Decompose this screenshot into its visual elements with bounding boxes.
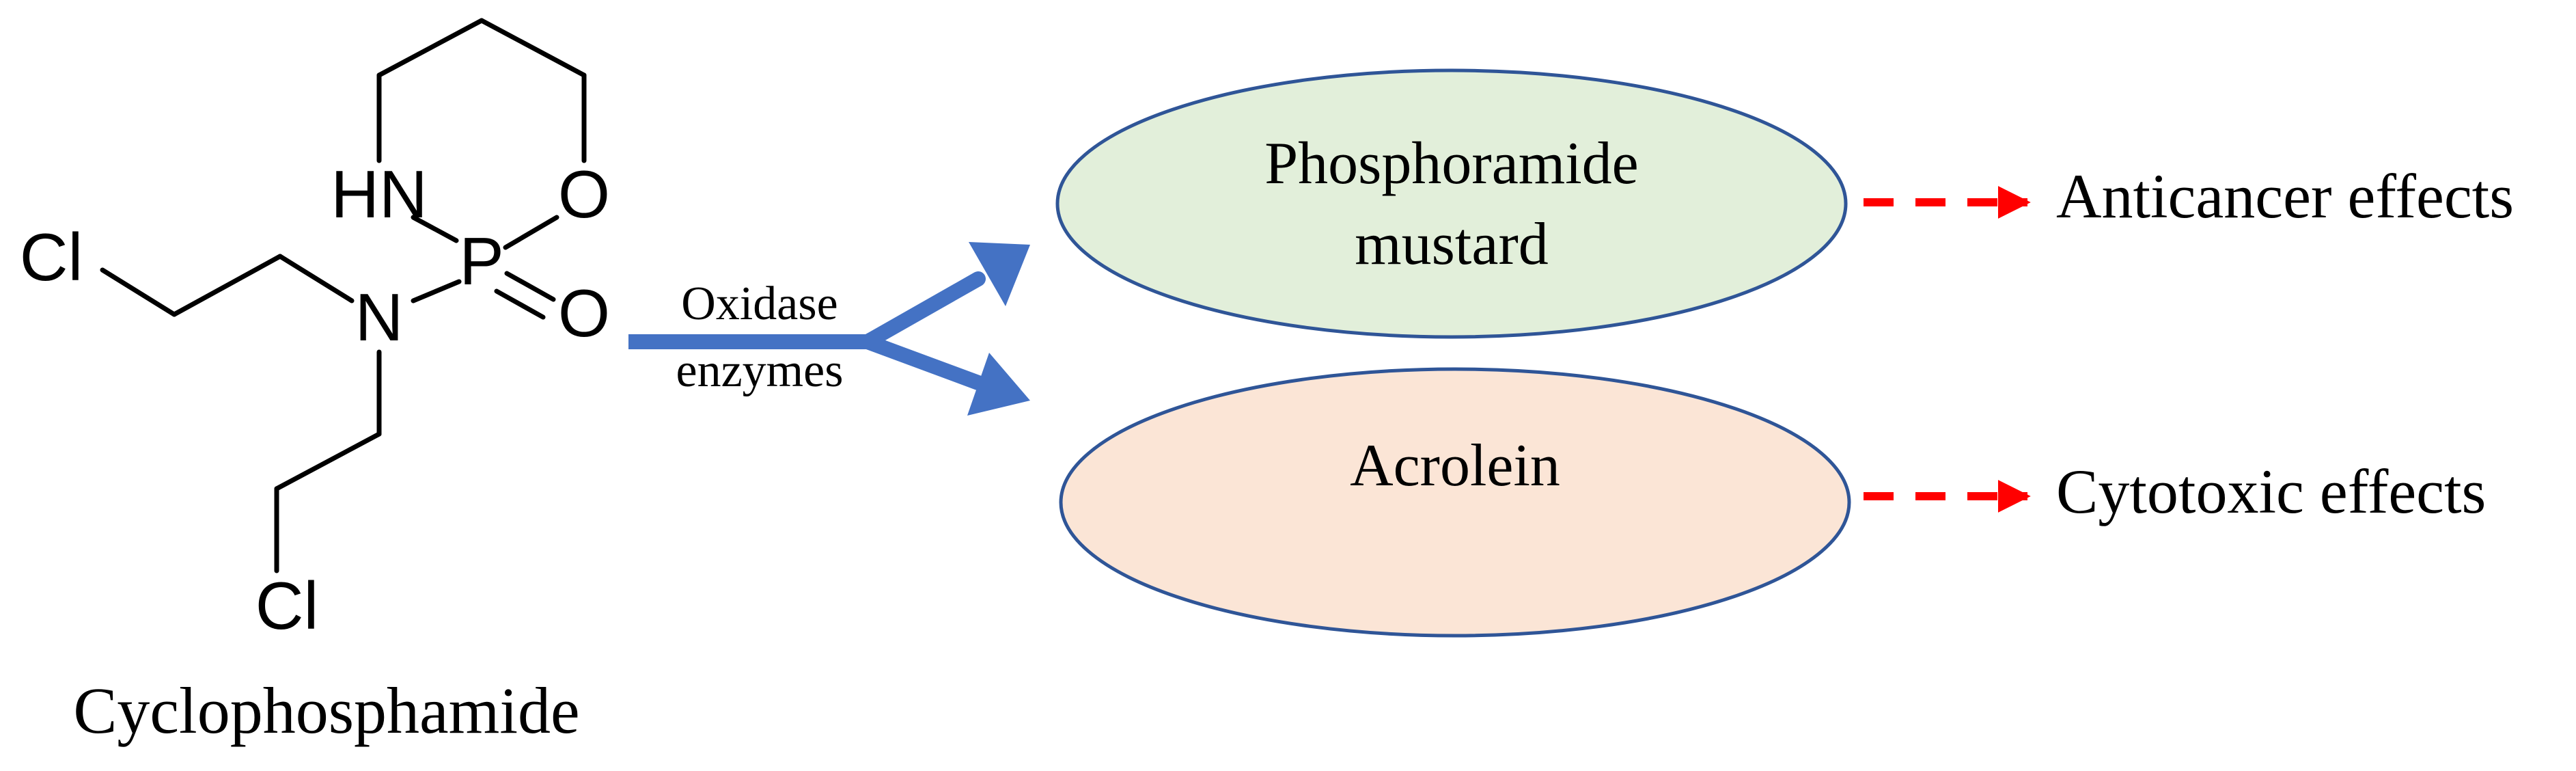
atom-cl-left: Cl — [20, 219, 83, 295]
bond-p-n — [411, 279, 462, 303]
bond-n-c-left — [277, 254, 355, 303]
arrow-head-lower — [967, 353, 1030, 416]
effect-anticancer: Anticancer effects — [2056, 161, 2514, 231]
bond-o-p — [503, 215, 559, 250]
product-ellipse — [1055, 68, 1848, 339]
arrow-branch-upper — [860, 271, 986, 349]
product-label-line2: mustard — [1355, 211, 1549, 278]
cyclophosphamide-structure: HN O P O N Cl Cl Cyclophosphamide — [20, 18, 610, 747]
bond-c-c-top-left — [376, 18, 484, 78]
bond-p-o-double-a — [504, 271, 556, 302]
reaction-label-oxidase: Oxidase — [681, 278, 837, 330]
atom-p: P — [459, 224, 503, 299]
atom-n: N — [355, 280, 404, 355]
atom-hn: HN — [331, 157, 428, 232]
arrow-branch-lower — [860, 334, 986, 390]
atom-o-ring: O — [558, 157, 610, 232]
bond-c-c-top-right — [479, 18, 587, 78]
product-label-line1: Phosphoramide — [1264, 131, 1639, 197]
bond-p-o-double-b — [494, 288, 546, 320]
arrow-head-upper — [969, 242, 1030, 306]
atom-cl-bottom: Cl — [255, 568, 319, 643]
oxidase-branch-arrow — [628, 242, 1030, 416]
chemical-bonds — [100, 18, 587, 573]
product-label-line1: Acrolein — [1350, 433, 1560, 499]
bond-c-c-left — [171, 254, 283, 317]
molecule-name: Cyclophosphamide — [73, 674, 579, 747]
product-acrolein: Acrolein — [1059, 367, 1851, 638]
atom-o-double: O — [558, 275, 610, 351]
bond-hn-p — [411, 215, 459, 243]
bond-c-c-down — [274, 431, 382, 491]
effect-cytotoxic: Cytotoxic effects — [2056, 457, 2486, 526]
product-phosphoramide-mustard: Phosphoramide mustard — [1055, 68, 1848, 339]
reaction-label-enzymes: enzymes — [676, 344, 844, 397]
product-ellipse — [1059, 367, 1851, 638]
bond-c-cl-left — [100, 267, 177, 317]
